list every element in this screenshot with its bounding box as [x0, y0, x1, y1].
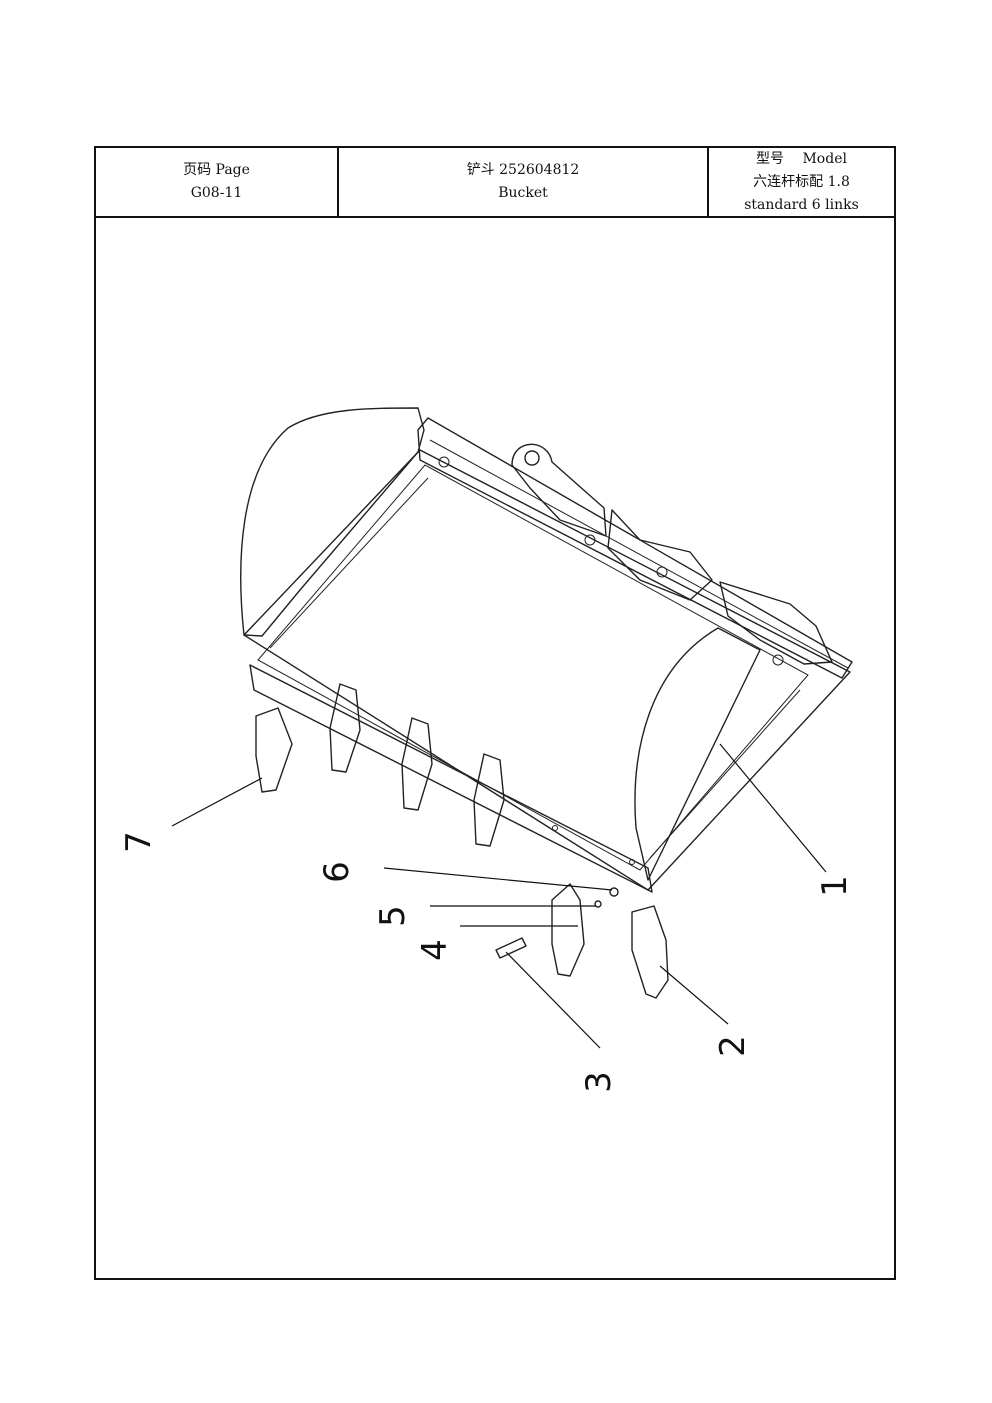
leader-line-2	[659, 965, 729, 1025]
bracket-bolt	[656, 566, 668, 578]
bucket-body	[243, 449, 851, 891]
washer-part-5	[594, 900, 602, 908]
tooth-part-7	[255, 707, 293, 793]
model-label: 型号 Model	[756, 150, 847, 167]
link-bracket-left	[511, 443, 607, 537]
model-cn: 六连杆标配 1.8	[753, 173, 850, 190]
page-cell: 页码 Page G08-11	[96, 148, 337, 216]
bucket-exploded-diagram: 1 2 3 4 5 6 7	[119, 407, 855, 1093]
model-en: standard 6 links	[744, 196, 859, 213]
nut-part-6	[609, 887, 619, 897]
bucket-right-side-plate	[634, 627, 761, 881]
page-number: G08-11	[190, 185, 243, 201]
parts-sheet: 页码 Page G08-11 铲斗 252604812 Bucket 型号 Mo…	[94, 146, 896, 1280]
part-name-en: Bucket	[498, 185, 548, 201]
leader-line-1	[719, 743, 827, 873]
link-bracket-mid	[607, 509, 713, 601]
callout-4: 4	[415, 939, 455, 961]
leader-line-7	[171, 777, 263, 827]
edge-bolt	[629, 859, 635, 865]
bucket-rear-beam	[417, 417, 853, 679]
part-name-cn: 铲斗 252604812	[466, 162, 580, 178]
leader-line-3	[505, 951, 601, 1049]
callout-2: 2	[713, 1035, 753, 1057]
bucket-rear-beam-edge	[429, 439, 849, 669]
bracket-bolt	[438, 456, 450, 468]
link-bracket-right	[719, 581, 833, 665]
callout-7: 7	[119, 831, 159, 853]
adapter-part	[551, 883, 585, 977]
bucket-floor-line	[269, 477, 801, 859]
mounted-tooth	[401, 717, 433, 811]
bucket-cutting-edge	[249, 664, 653, 893]
title-block: 页码 Page G08-11 铲斗 252604812 Bucket 型号 Mo…	[96, 148, 894, 218]
edge-bolt	[552, 825, 558, 831]
mounted-tooth	[329, 683, 361, 773]
callout-3: 3	[579, 1071, 619, 1093]
mounted-tooth	[473, 753, 505, 847]
tooth-part-2	[631, 905, 669, 999]
bracket-pin-hole	[524, 450, 540, 466]
model-cell: 型号 Model 六连杆标配 1.8 standard 6 links	[707, 148, 894, 216]
leader-line-6	[383, 867, 613, 891]
page-label: 页码 Page	[183, 162, 250, 178]
pin-part-3	[495, 937, 527, 959]
callout-6: 6	[317, 861, 357, 883]
bucket-floor-inner	[257, 464, 809, 871]
exploded-drawing-area: 1 2 3 4 5 6 7	[96, 218, 894, 1280]
part-name-cell: 铲斗 252604812 Bucket	[337, 148, 707, 216]
bracket-bolt	[772, 654, 784, 666]
callout-1: 1	[815, 875, 855, 897]
bucket-left-side-plate	[240, 407, 425, 637]
callout-5: 5	[373, 905, 413, 927]
bracket-bolt	[584, 534, 596, 546]
